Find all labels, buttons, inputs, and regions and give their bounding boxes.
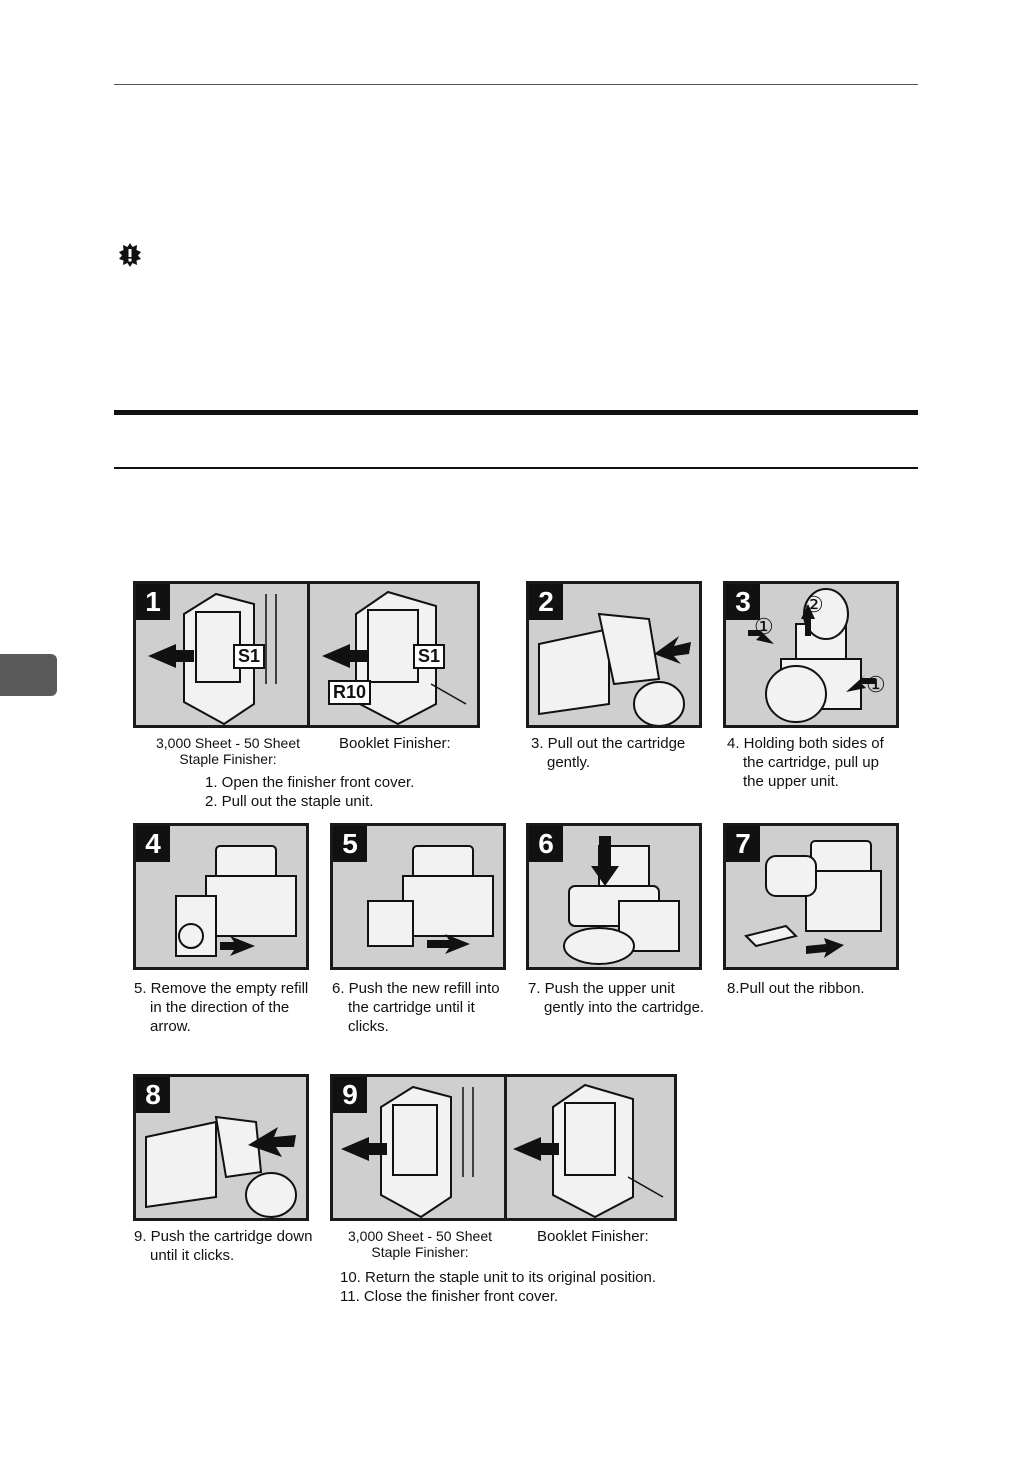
caption-booklet-finisher: Booklet Finisher: <box>339 735 451 752</box>
caption-step-5: 5. Remove the empty refill in the direct… <box>134 980 309 1035</box>
caption-step-8: 8.Pull out the ribbon. <box>727 980 865 997</box>
caption-staple-finisher: 3,000 Sheet - 50 Sheet Staple Finisher: <box>348 1228 492 1260</box>
section-rule-thick <box>114 410 918 415</box>
caption-step-4: 4. Holding both sides of the cartridge, … <box>727 735 884 790</box>
panel-divider <box>307 584 310 725</box>
finisher-drawing <box>148 590 467 725</box>
caption-step-1: 1. Open the finisher front cover. <box>205 774 415 791</box>
step-6-illustration: 6 <box>526 823 702 970</box>
caption-step-3: 3. Pull out the cartridge gently. <box>531 735 686 771</box>
step-badge: 5 <box>333 826 367 862</box>
step-1-illustration: 1 S1 S1 R10 <box>133 581 480 728</box>
step-badge: 7 <box>726 826 760 862</box>
step-8-illustration: 8 <box>133 1074 309 1221</box>
step-badge: 9 <box>333 1077 367 1113</box>
section-rule <box>114 467 918 469</box>
important-icon <box>119 243 141 267</box>
panel-divider <box>504 1077 507 1218</box>
label-r10: R10 <box>328 680 372 705</box>
caption-staple-finisher: 3,000 Sheet - 50 Sheet Staple Finisher: <box>156 735 300 767</box>
caption-step-11: 11. Close the finisher front cover. <box>340 1288 559 1305</box>
step-9-illustration: 9 <box>330 1074 677 1221</box>
marker-1: ① <box>754 614 774 639</box>
marker-2: ② <box>804 592 824 617</box>
label-s1: S1 <box>233 644 266 669</box>
step-7-illustration: 7 <box>723 823 899 970</box>
caption-booklet-finisher: Booklet Finisher: <box>537 1228 649 1245</box>
step-3-illustration: 3 ① ② ① <box>723 581 899 728</box>
caption-step-7: 7. Push the upper unit gently into the c… <box>528 980 705 1016</box>
step-badge: 3 <box>726 584 760 620</box>
chapter-tab <box>0 654 57 696</box>
step-badge: 2 <box>529 584 563 620</box>
step-5-illustration: 5 <box>330 823 506 970</box>
step-badge: 6 <box>529 826 563 862</box>
marker-1: ① <box>866 672 886 697</box>
caption-step-9: 9. Push the cartridge down until it clic… <box>134 1228 313 1264</box>
step-badge: 4 <box>136 826 170 862</box>
caption-step-6: 6. Push the new refill into the cartridg… <box>332 980 500 1035</box>
label-s1: S1 <box>413 644 446 669</box>
step-4-illustration: 4 <box>133 823 309 970</box>
step-2-illustration: 2 <box>526 581 702 728</box>
caption-step-10: 10. Return the staple unit to its origin… <box>340 1269 657 1286</box>
header-rule <box>114 84 918 85</box>
caption-step-2: 2. Pull out the staple unit. <box>205 793 374 810</box>
step-badge: 8 <box>136 1077 170 1113</box>
step-badge: 1 <box>136 584 170 620</box>
